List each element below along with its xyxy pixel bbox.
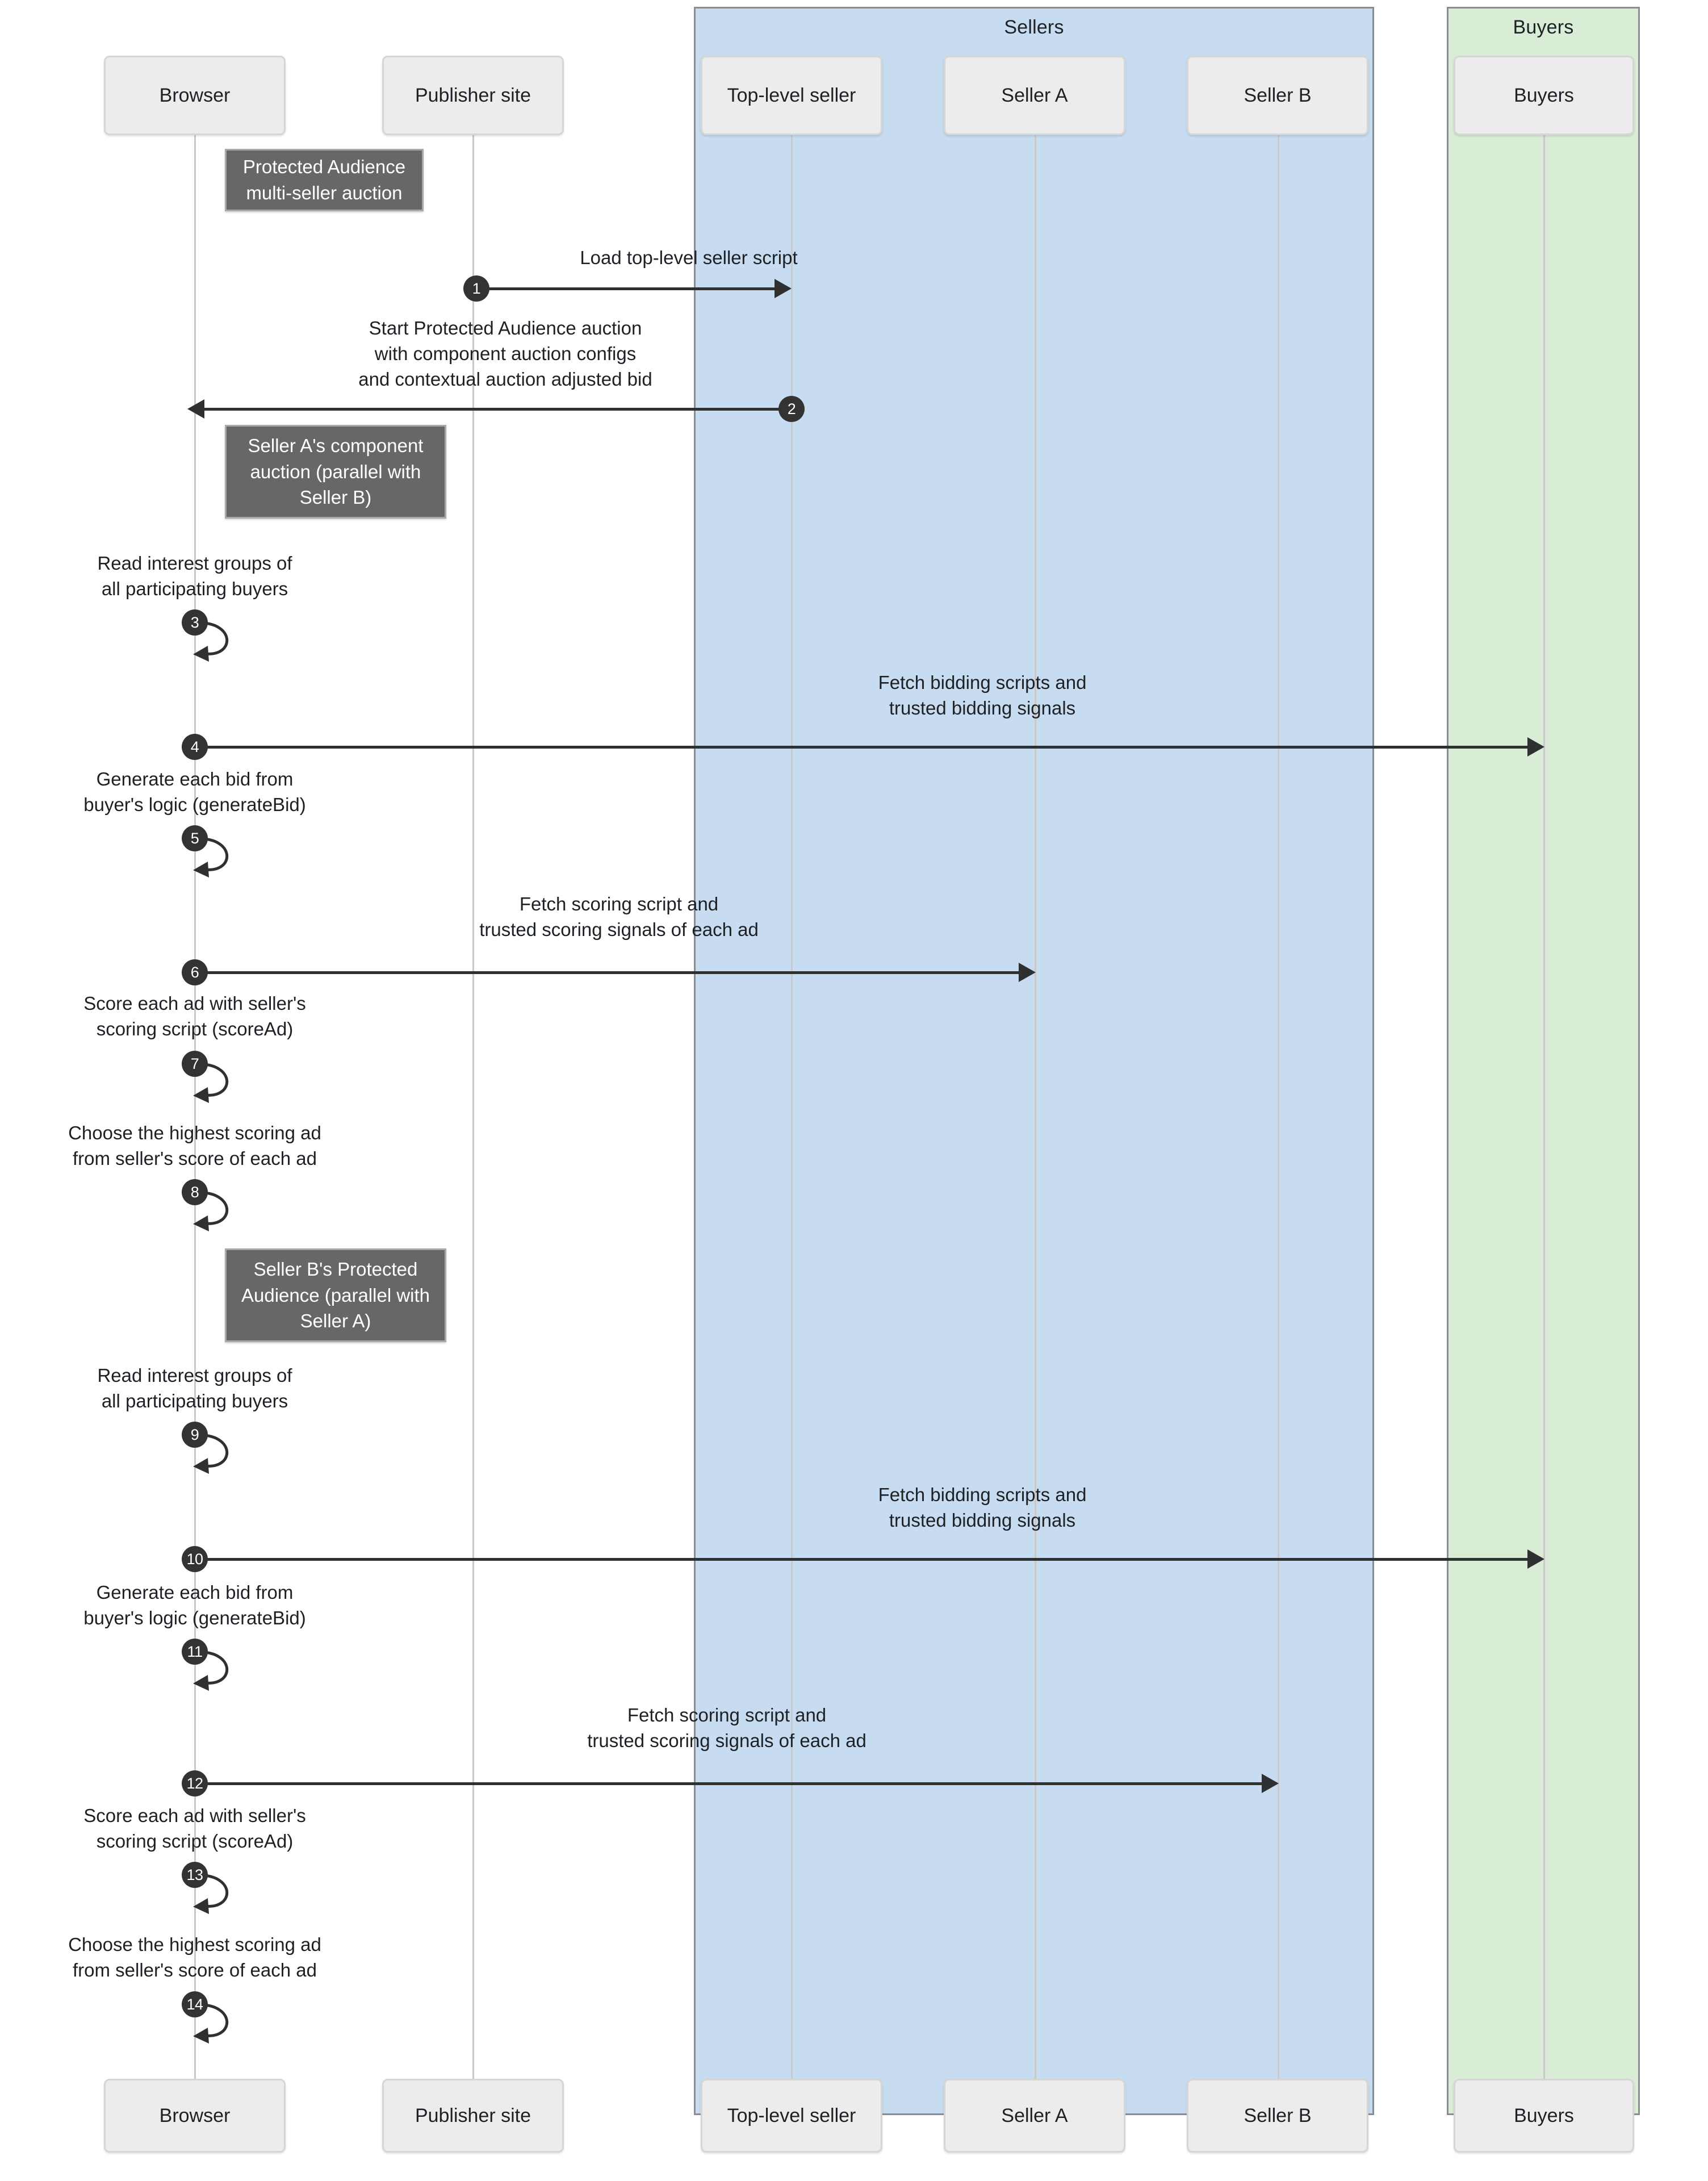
actor-sellerA-bottom[interactable]: Seller A: [944, 2079, 1125, 2153]
actor-label: Browser: [159, 84, 231, 106]
actor-label: Seller A: [1001, 2104, 1068, 2126]
actor-publisher-top[interactable]: Publisher site: [382, 56, 564, 135]
actor-label: Browser: [159, 2104, 231, 2126]
step-badge-14: 14: [182, 1991, 208, 2017]
step-badge-9: 9: [182, 1422, 208, 1448]
lifeline-sellerA: [1035, 133, 1036, 2079]
message-arrow-4: [199, 746, 1540, 749]
message-selfloop-7: [193, 1063, 228, 1103]
message-arrowhead-12: [1262, 1774, 1279, 1793]
lifeline-topseller: [791, 133, 793, 2079]
actor-sellerB-bottom[interactable]: Seller B: [1187, 2079, 1368, 2153]
message-arrowhead-10: [1527, 1549, 1544, 1569]
actor-topseller-top[interactable]: Top-level seller: [701, 56, 882, 135]
lifeline-buyers: [1543, 133, 1545, 2079]
message-selfloop-13: [193, 1874, 228, 1914]
note-seller-b-protected-audience: Seller B's Protected Audience (parallel …: [225, 1248, 446, 1342]
message-arrowhead-4: [1527, 737, 1544, 757]
actor-browser-top[interactable]: Browser: [104, 56, 286, 135]
step-badge-7: 7: [182, 1051, 208, 1077]
lifeline-sellerB: [1278, 133, 1279, 2079]
message-arrow-2: [199, 408, 792, 411]
step-badge-12: 12: [182, 1770, 208, 1796]
step-badge-5: 5: [182, 825, 208, 851]
message-arrow-12: [199, 1782, 1274, 1785]
note-seller-a-component-auction: Seller A's component auction (parallel w…: [225, 425, 446, 519]
actor-label: Publisher site: [415, 84, 531, 106]
actor-sellerB-top[interactable]: Seller B: [1187, 56, 1368, 135]
actor-buyers-bottom[interactable]: Buyers: [1454, 2079, 1634, 2153]
step-badge-13: 13: [182, 1862, 208, 1888]
actor-label: Seller B: [1244, 84, 1312, 106]
actor-label: Seller B: [1244, 2104, 1312, 2126]
message-arrow-10: [199, 1558, 1540, 1561]
group-sellers: Sellers: [694, 7, 1374, 2115]
step-badge-11: 11: [182, 1639, 208, 1665]
actor-publisher-bottom[interactable]: Publisher site: [382, 2079, 564, 2153]
step-badge-3: 3: [182, 609, 208, 636]
actor-topseller-bottom[interactable]: Top-level seller: [701, 2079, 882, 2153]
message-arrowhead-6: [1019, 963, 1036, 982]
step-badge-10: 10: [182, 1546, 208, 1572]
message-selfloop-14: [193, 2003, 228, 2044]
group-sellers-label: Sellers: [1004, 16, 1064, 38]
actor-label: Top-level seller: [727, 84, 856, 106]
actor-buyers-top[interactable]: Buyers: [1454, 56, 1634, 135]
step-badge-2: 2: [778, 396, 805, 422]
message-arrowhead-1: [775, 279, 792, 298]
group-buyers-label: Buyers: [1513, 16, 1574, 38]
lifeline-publisher: [472, 133, 474, 2079]
actor-label: Top-level seller: [727, 2104, 856, 2126]
lifeline-browser: [194, 133, 196, 2079]
message-selfloop-3: [193, 621, 228, 662]
message-selfloop-8: [193, 1191, 228, 1231]
actor-sellerA-top[interactable]: Seller A: [944, 56, 1125, 135]
actor-label: Buyers: [1514, 2104, 1574, 2126]
actor-label: Seller A: [1001, 84, 1068, 106]
message-arrow-6: [199, 971, 1031, 974]
step-badge-6: 6: [182, 959, 208, 985]
step-badge-1: 1: [463, 275, 489, 302]
step-badge-8: 8: [182, 1179, 208, 1205]
message-selfloop-9: [193, 1434, 228, 1474]
message-arrowhead-2: [187, 399, 204, 419]
step-badge-4: 4: [182, 734, 208, 760]
message-selfloop-5: [193, 837, 228, 878]
actor-label: Publisher site: [415, 2104, 531, 2126]
actor-label: Buyers: [1514, 84, 1574, 106]
message-selfloop-11: [193, 1651, 228, 1691]
note-protected-audience-multi-seller-auction: Protected Audience multi-seller auction: [225, 149, 424, 211]
message-arrow-1: [473, 287, 787, 290]
actor-browser-bottom[interactable]: Browser: [104, 2079, 286, 2153]
